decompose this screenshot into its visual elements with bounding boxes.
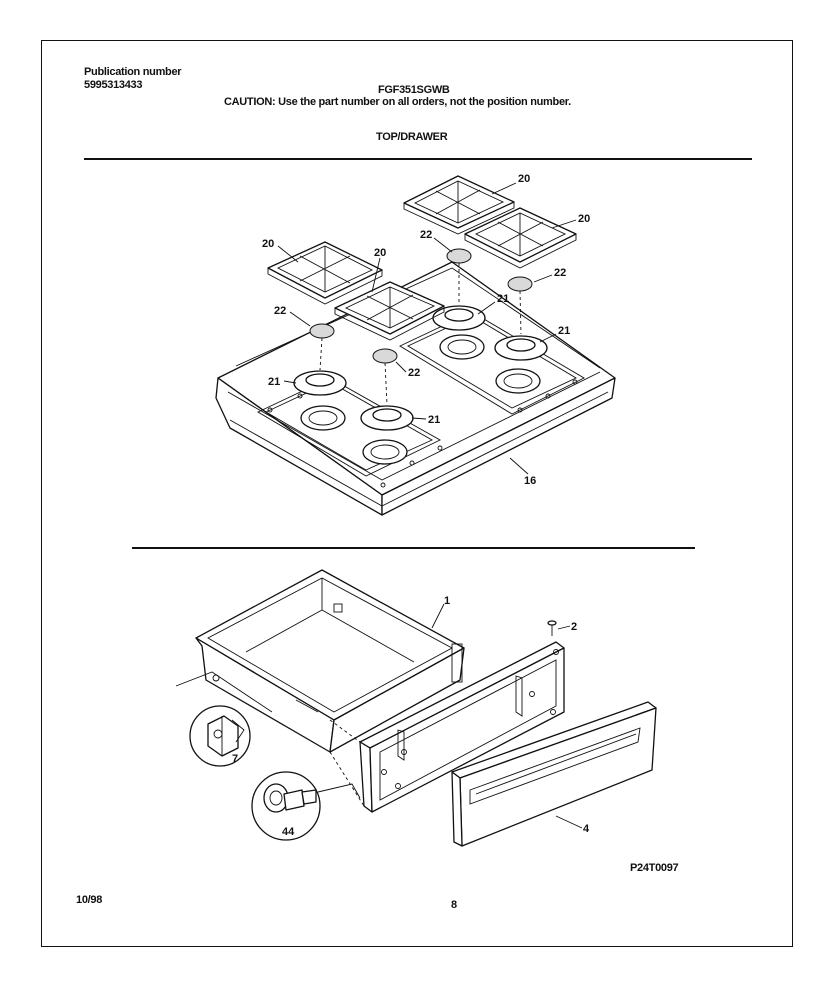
detail-clip-7 xyxy=(175,671,273,767)
callout-top: 16 xyxy=(524,475,536,487)
callout-head-a: 21 xyxy=(497,293,509,305)
callout-grate-b: 20 xyxy=(374,247,386,259)
callout-panel: 4 xyxy=(583,823,590,835)
burner-caps-22 xyxy=(309,248,533,405)
callout-grate-c: 20 xyxy=(518,173,530,185)
top-leader-lines xyxy=(277,182,577,475)
detail-roller-44 xyxy=(251,771,361,841)
callout-cap-d: 22 xyxy=(408,367,420,379)
drawer-panel-4 xyxy=(451,701,657,847)
callout-grate-d: 20 xyxy=(578,213,590,225)
callout-cap-a: 22 xyxy=(420,229,432,241)
drawing-id: P24T0097 xyxy=(630,862,679,874)
callout-drawer: 1 xyxy=(444,595,450,607)
section-title: TOP/DRAWER xyxy=(376,131,448,143)
callout-roller: 44 xyxy=(282,826,295,838)
callout-head-d: 21 xyxy=(428,414,440,426)
page-number: 8 xyxy=(451,899,457,911)
grates-20 xyxy=(267,175,577,341)
drawer-1 xyxy=(195,569,465,753)
header-rule xyxy=(84,158,752,160)
burner-heads-21 xyxy=(293,305,548,431)
footer-date: 10/98 xyxy=(76,894,103,906)
publication-number: 5995313433 xyxy=(84,79,143,91)
callout-clip: 7 xyxy=(232,753,238,765)
section-rule xyxy=(132,547,695,549)
callout-screw: 2 xyxy=(571,621,577,633)
publication-label: Publication number xyxy=(84,66,182,78)
leader-drawer xyxy=(431,603,445,629)
callout-cap-b: 22 xyxy=(554,267,566,279)
cooktop-16 xyxy=(215,261,616,516)
drawer-front-frame xyxy=(329,641,565,813)
model-number: FGF351SGWB xyxy=(378,84,450,96)
leader-panel xyxy=(555,815,583,829)
caution-note: CAUTION: Use the part number on all orde… xyxy=(224,96,571,108)
page-frame xyxy=(41,40,793,947)
callout-head-b: 21 xyxy=(558,325,570,337)
callout-grate-a: 20 xyxy=(262,238,274,250)
callout-cap-c: 22 xyxy=(274,305,286,317)
callout-head-c: 21 xyxy=(268,376,280,388)
screw-2 xyxy=(547,620,571,636)
